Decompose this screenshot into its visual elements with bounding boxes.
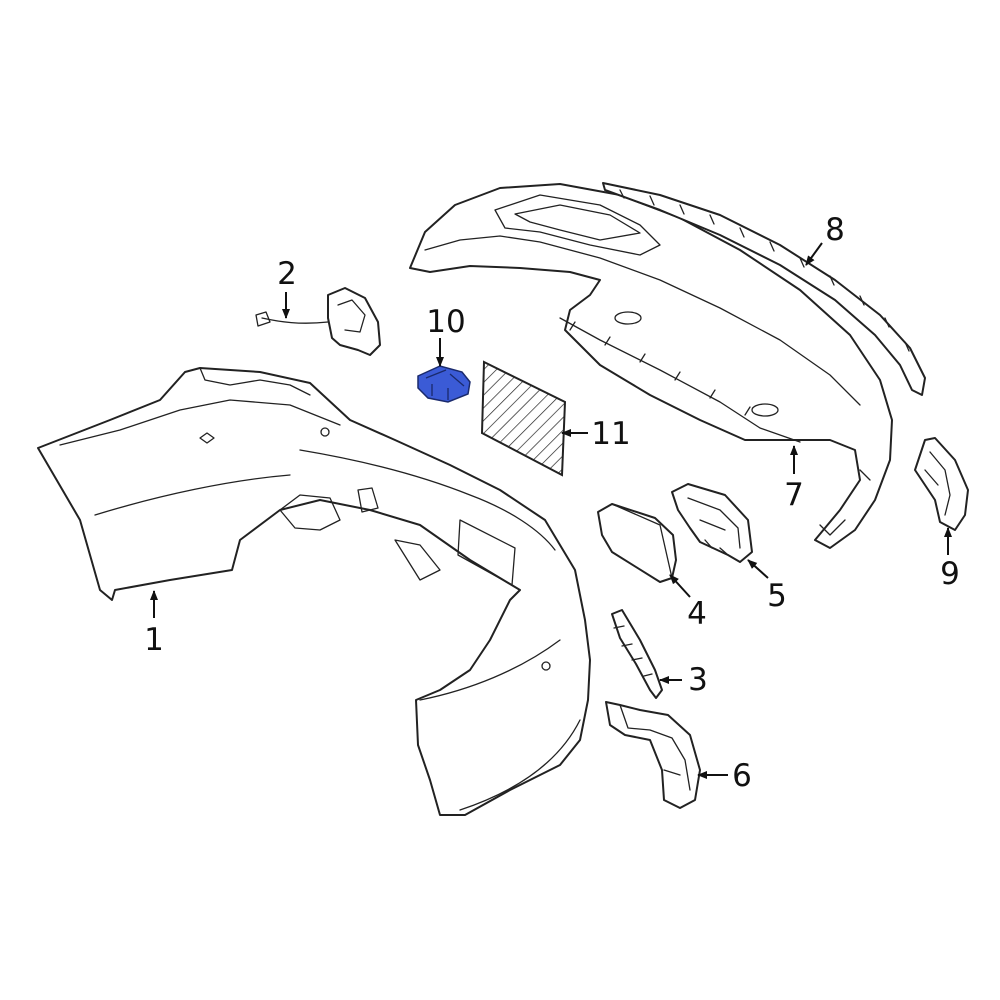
part-6-guard[interactable]	[605, 701, 701, 809]
part-1-bumper-cover[interactable]	[37, 367, 591, 816]
part-3-side-strip[interactable]	[611, 609, 663, 699]
callout-labels: 1 2 3 4 5 6 7 8 9 10 11	[144, 212, 960, 794]
callout-7: 7	[784, 477, 804, 513]
callout-3: 3	[688, 662, 708, 698]
part-5-bracket[interactable]	[671, 483, 753, 563]
callout-1: 1	[144, 622, 164, 658]
part-9-side-bracket[interactable]	[914, 437, 969, 531]
callout-4: 4	[687, 596, 707, 632]
callout-6: 6	[732, 758, 752, 794]
callout-11: 11	[591, 416, 630, 452]
callout-8: 8	[825, 212, 845, 248]
callout-arrows	[150, 242, 952, 779]
arrow-4	[669, 574, 691, 598]
arrow-8	[805, 242, 823, 266]
part-8-trim-strip[interactable]	[602, 182, 926, 396]
part-11-plate[interactable]	[480, 360, 567, 477]
arrow-5	[747, 559, 769, 579]
callout-2: 2	[277, 256, 297, 292]
callout-10: 10	[426, 304, 465, 340]
callout-5: 5	[767, 578, 787, 614]
part-4-pad[interactable]	[597, 503, 677, 583]
callout-9: 9	[940, 556, 960, 592]
part-2-sensor-bracket[interactable]	[255, 287, 381, 356]
part-10-bracket-highlighted[interactable]	[417, 365, 471, 403]
